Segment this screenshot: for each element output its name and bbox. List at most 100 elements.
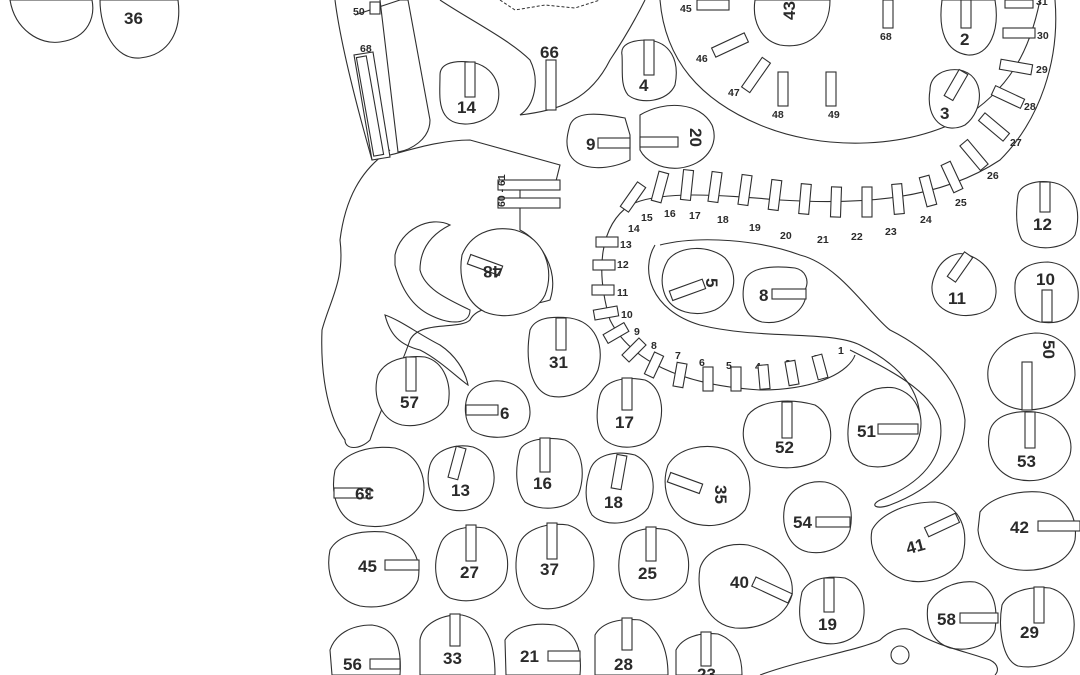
slot-60-61: 60 - 61 [496,174,561,209]
piece-16: 16 [516,437,583,509]
snake-loop [648,244,921,421]
slot-label: 23 [885,226,897,238]
slot-label: 17 [689,210,701,222]
slot-label: 13 [620,239,632,251]
slot-label: 68 [360,43,372,55]
piece-58: 58 [926,581,999,650]
tail-curve [394,221,471,323]
slot-label: 45 [680,3,692,15]
piece-label: 6 [500,404,509,423]
slot-label: 18 [717,214,729,226]
piece-label: 66 [540,43,559,62]
piece-35-partial [9,0,94,43]
piece-21: 21 [504,623,581,675]
slot-label: 6 [699,357,705,369]
piece-label: 16 [533,474,552,493]
piece-51: 51 [847,386,922,468]
piece-56: 56 [329,624,401,675]
slot-label: 47 [728,87,740,99]
strip-68: 68 [353,43,391,161]
head-outline [659,0,1041,144]
piece-label: 21 [520,647,539,666]
slot-label: 24 [920,214,932,226]
piece-25: 25 [618,526,690,601]
piece-label: 45 [358,557,377,576]
piece-52: 52 [742,400,832,469]
piece-10: 10 [1014,261,1079,324]
piece-27: 27 [435,524,509,602]
slot-label: 31 [1036,0,1048,8]
spine-band-inner [659,239,966,508]
slot-label: 20 [780,230,792,242]
piece-label: 52 [775,438,794,457]
piece-label: 31 [549,353,568,372]
slot-label: 27 [1010,137,1022,149]
piece-label: 39 [355,484,374,503]
piece-20: 20 [639,104,715,169]
piece-label: 33 [443,649,462,668]
slot-label: 29 [1036,64,1048,76]
slot-label: 48 [772,109,784,121]
piece-2: 2 [940,0,997,56]
strip-50: 50 [353,0,431,153]
piece-8: 8 [742,266,808,324]
piece-57: 57 [375,356,450,427]
piece-label: 9 [586,135,595,154]
piece-label: 17 [615,413,634,432]
hole [890,645,910,665]
slot-label: 50 [353,6,365,18]
piece-39: 39 [333,446,425,527]
piece-50: 50 [987,332,1076,411]
piece-label: 68 [880,31,892,43]
slot-label: 46 [696,53,708,65]
slot-label: 1 [838,345,844,357]
slot-label: 15 [641,212,653,224]
piece-17: 17 [596,377,663,448]
piece-label: 35 [711,485,730,504]
slot-label: 25 [955,197,967,209]
piece-68-top: 68 [880,0,894,43]
piece-label: 41 [904,535,927,558]
slot-label: 9 [634,326,640,338]
piece-29: 29 [1000,586,1075,668]
piece-3: 3 [928,68,980,129]
piece-label: 42 [1010,518,1029,537]
slot-label: 28 [1024,101,1036,113]
piece-6: 6 [464,380,531,438]
piece-label: 28 [614,655,633,674]
piece-label: 23 [697,665,716,675]
piece-label: 20 [686,128,705,147]
piece-53: 53 [988,411,1072,482]
slot-label: 7 [675,350,681,362]
slot-label: 12 [617,259,629,271]
piece-11: 11 [931,251,997,317]
piece-label: 48 [483,262,502,281]
piece-41: 41 [870,501,966,583]
piece-label: 5 [702,278,721,287]
inner-fin [384,314,469,387]
slot-label: 14 [628,223,640,235]
dashed-outline [499,0,601,11]
slot-label: 8 [651,340,657,352]
piece-label: 43 [780,1,799,20]
slot-label: 16 [664,208,676,220]
bottom-body-outline [759,628,998,675]
slot-label: 30 [1037,30,1049,42]
slot-label: 11 [617,287,628,299]
piece-label: 13 [451,481,470,500]
piece-label: 3 [940,104,949,123]
slot-label: 21 [817,234,829,246]
piece-label: 14 [457,98,476,117]
slot-label: 26 [987,170,999,182]
piece-14: 14 [439,61,500,125]
piece-label: 4 [639,76,649,95]
piece-label: 29 [1020,623,1039,642]
piece-54: 54 [783,481,852,554]
piece-label: 58 [937,610,956,629]
piece-label: 54 [793,513,812,532]
slot-label: 19 [749,222,761,234]
piece-48: 48 [460,228,550,317]
piece-5: 5 [661,247,735,314]
piece-label: 36 [124,9,143,28]
